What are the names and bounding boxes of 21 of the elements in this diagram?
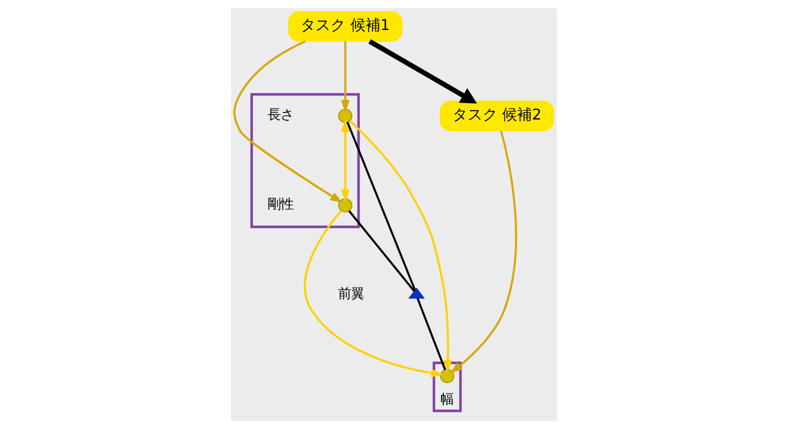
- connector: [346, 122, 416, 291]
- node-box: タスク 候補1: [288, 11, 402, 42]
- arrow: [449, 130, 517, 374]
- node-triangle: [408, 288, 424, 299]
- node-label: 剛性: [267, 198, 294, 213]
- arrow: [368, 39, 476, 104]
- node-box: タスク 候補2: [439, 100, 554, 132]
- node-label: 長さ: [267, 108, 294, 124]
- arrow: [232, 40, 342, 203]
- node-label: 幅: [440, 392, 454, 408]
- cluster: [250, 93, 360, 228]
- arrow: [340, 120, 350, 202]
- node-circle: [338, 108, 352, 123]
- node-label: 前翼: [338, 287, 364, 302]
- arrow: [348, 120, 452, 372]
- node-circle: [338, 198, 352, 212]
- arrow: [340, 41, 350, 112]
- node-circle: [440, 369, 454, 384]
- connector: [416, 298, 446, 370]
- connector: [348, 210, 415, 292]
- arrow: [304, 210, 444, 378]
